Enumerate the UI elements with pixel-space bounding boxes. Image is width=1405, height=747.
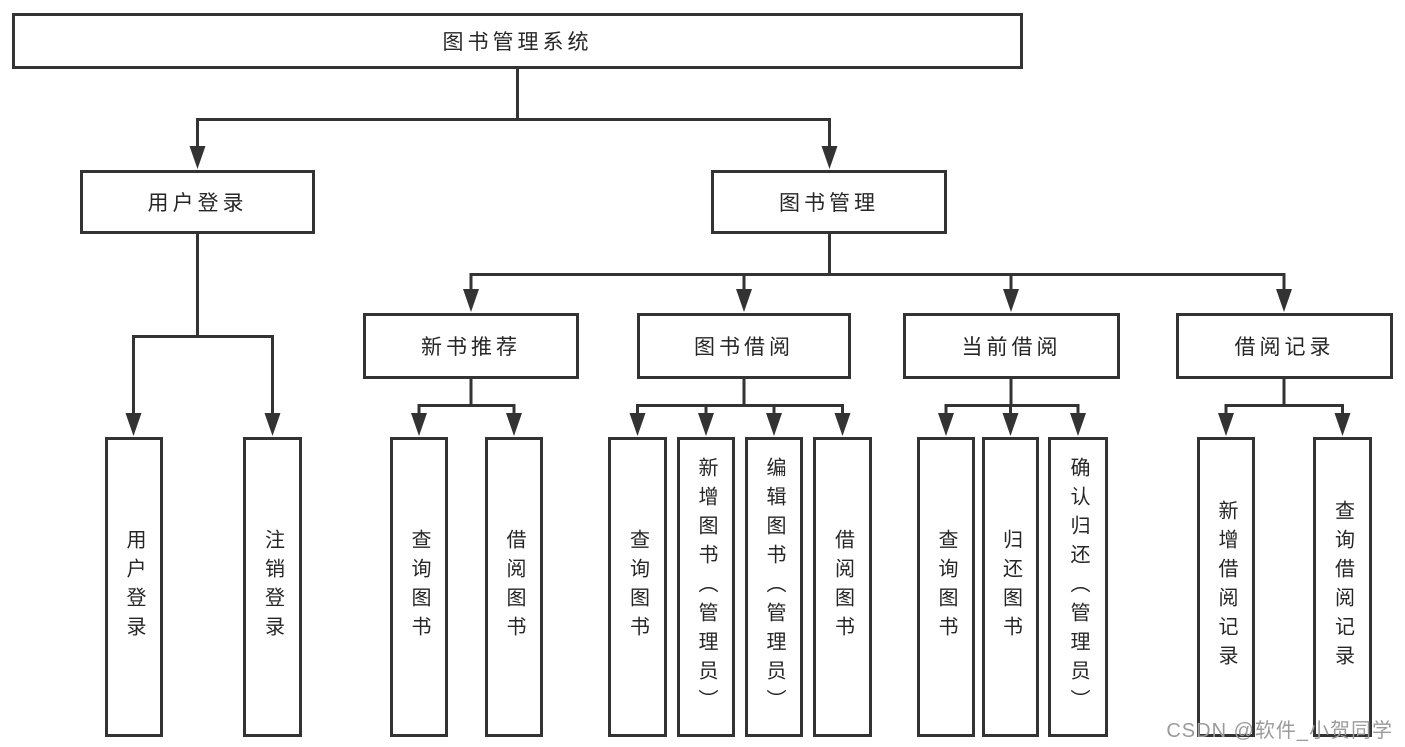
node-current-borrow: 当前借阅 [903, 313, 1120, 379]
node-new-book-recommend: 新书推荐 [363, 313, 579, 379]
arrowhead-down [766, 413, 782, 436]
leaf-add-borrow-record: 新增借阅记录 [1197, 437, 1255, 737]
arrowhead-down [189, 146, 206, 169]
connector-lines [132, 69, 1344, 417]
arrowheads [125, 146, 1351, 436]
leaf-logout: 注销登录 [243, 437, 302, 737]
arrowhead-down [411, 413, 427, 436]
leaf-query-books-current: 查询图书 [917, 437, 975, 737]
arrowhead-down [698, 413, 714, 436]
arrowhead-down [736, 289, 752, 312]
leaf-user-login: 用户登录 [105, 437, 163, 737]
arrowhead-down [506, 413, 522, 436]
node-root: 图书管理系统 [12, 13, 1023, 69]
arrowhead-down [1070, 413, 1086, 436]
arrowhead-down [1003, 289, 1019, 312]
leaf-borrow-books-borrow: 借阅图书 [813, 437, 872, 737]
leaf-confirm-return-admin: 确认归还（管理员） [1048, 437, 1108, 737]
node-borrow-records: 借阅记录 [1176, 313, 1393, 379]
watermark: CSDN @软件_小贺同学 [1166, 720, 1393, 742]
node-book-management: 图书管理 [711, 170, 947, 234]
leaf-return-book: 归还图书 [982, 437, 1039, 737]
arrowhead-down [1334, 413, 1351, 436]
arrowhead-down [938, 413, 954, 436]
arrowhead-down [463, 289, 479, 312]
leaf-query-books-borrow: 查询图书 [608, 437, 667, 737]
arrowhead-down [629, 413, 646, 436]
leaf-edit-book-admin: 编辑图书（管理员） [745, 437, 803, 737]
leaf-query-books-recommend: 查询图书 [390, 437, 448, 737]
arrowhead-down [1276, 289, 1292, 312]
arrowhead-down [821, 146, 838, 169]
arrowhead-down [125, 413, 142, 436]
leaf-query-borrow-record: 查询借阅记录 [1313, 437, 1372, 737]
arrowhead-down [834, 413, 851, 436]
arrowhead-down [1218, 413, 1234, 436]
arrowhead-down [1002, 413, 1019, 436]
node-user-login: 用户登录 [80, 170, 315, 234]
leaf-add-book-admin: 新增图书（管理员） [677, 437, 735, 737]
node-book-borrow: 图书借阅 [637, 313, 851, 379]
arrowhead-down [264, 413, 281, 436]
leaf-borrow-books-recommend: 借阅图书 [485, 437, 543, 737]
